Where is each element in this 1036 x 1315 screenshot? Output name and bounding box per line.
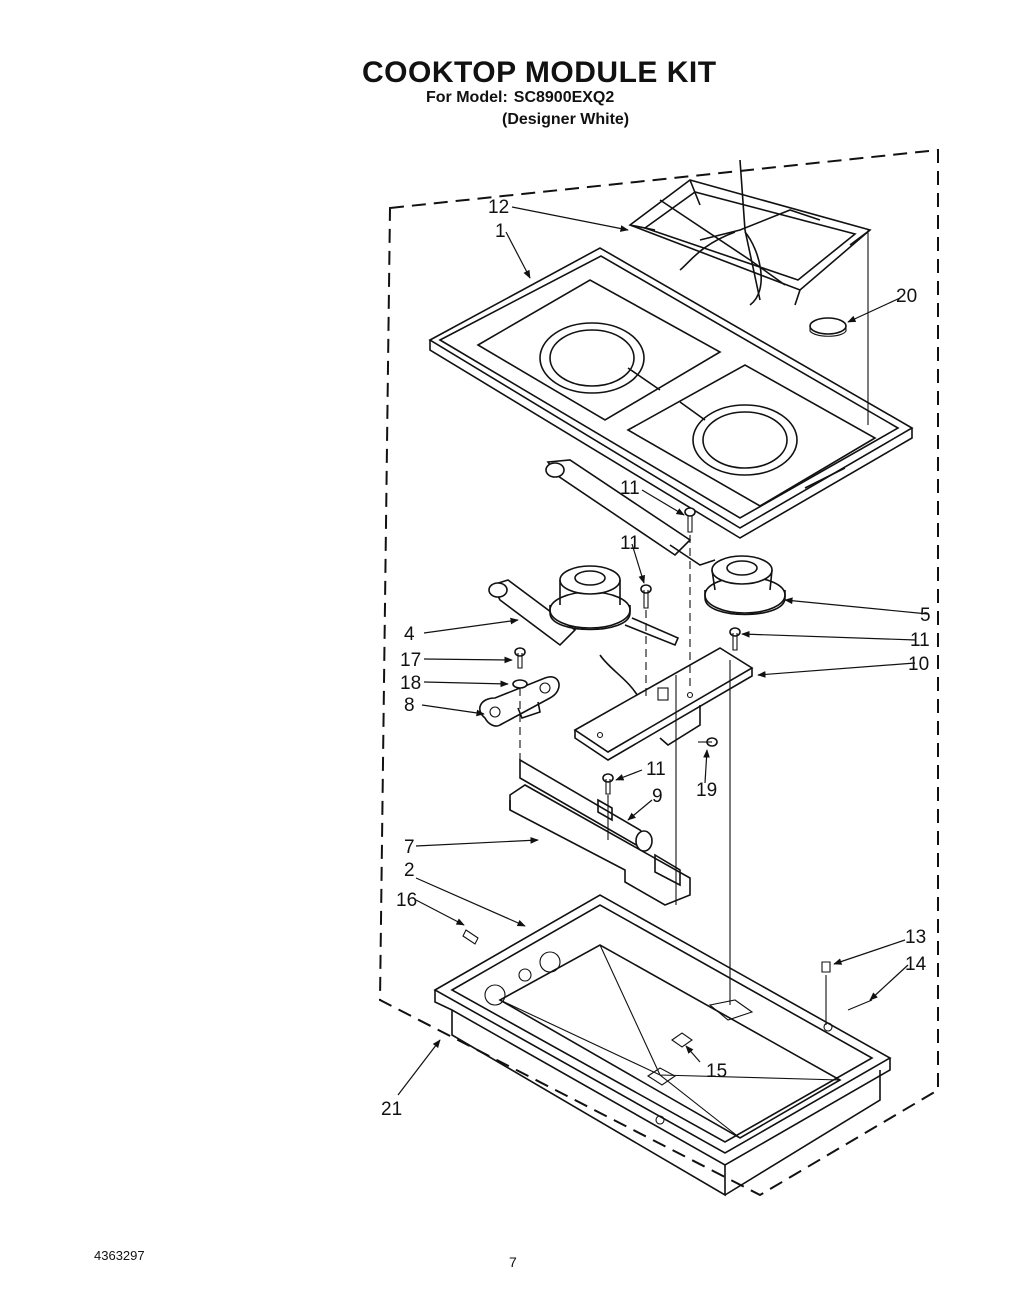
page-number: 7 [509, 1254, 517, 1270]
spark-bracket [479, 676, 560, 727]
callout-10: 10 [908, 654, 929, 675]
callout-2: 2 [404, 860, 415, 881]
valve-assembly [509, 758, 691, 906]
callout-12: 12 [488, 197, 509, 218]
document-number: 4363297 [94, 1248, 145, 1263]
callout-11: 11 [620, 533, 640, 554]
kit-outline [378, 148, 939, 1197]
callout-7: 7 [404, 837, 415, 858]
manifold-bracket [573, 647, 754, 761]
callout-11: 11 [620, 478, 640, 499]
callout-5: 5 [920, 605, 931, 626]
callout-11: 11 [910, 630, 930, 651]
finish-label: (Designer White) [502, 111, 630, 128]
callout-11: 11 [646, 759, 666, 780]
page-title: COOKTOP MODULE KIT [362, 56, 717, 89]
callout-4: 4 [404, 624, 415, 645]
callout-8: 8 [404, 695, 415, 716]
model-number: SC8900EXQ2 [513, 89, 615, 106]
leader-lines [397, 206, 929, 1096]
callout-14: 14 [905, 954, 927, 975]
callout-13: 13 [905, 927, 926, 948]
fasteners [462, 507, 873, 1011]
model-label: For Model: [426, 89, 508, 106]
cooktop [428, 247, 914, 539]
callouts: 12 1 20 11 11 5 4 11 17 10 18 8 11 19 9 … [381, 197, 931, 1120]
callout-17: 17 [400, 650, 421, 671]
callout-20: 20 [896, 286, 917, 307]
burner-cap [809, 317, 847, 337]
callout-16: 16 [396, 890, 417, 911]
base-pan [433, 894, 892, 1197]
callout-18: 18 [400, 673, 421, 694]
callout-15: 15 [706, 1061, 727, 1082]
burner-grate [628, 159, 872, 306]
right-burner [545, 459, 786, 616]
left-burner [488, 565, 680, 701]
alignment-lines [519, 230, 869, 1025]
callout-19: 19 [696, 780, 717, 801]
callout-21: 21 [381, 1099, 402, 1120]
model-line: For Model: SC8900EXQ2 [426, 89, 614, 107]
callout-1: 1 [495, 221, 506, 242]
callout-9: 9 [652, 786, 663, 807]
